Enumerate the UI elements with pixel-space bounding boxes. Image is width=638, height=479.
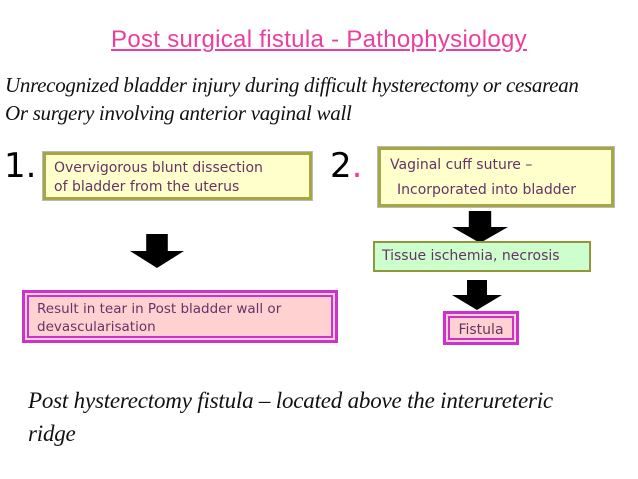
result-box-line-1: Result in tear in Post bladder wall or [37, 301, 282, 317]
footer-line-1: Post hysterectomy fistula – located abov… [28, 388, 553, 413]
down-arrow-icon [452, 211, 508, 243]
fistula-box-inner: Fistula [448, 316, 514, 340]
cause-box-1-line-2: of bladder from the uterus [54, 179, 240, 195]
intro-text: Unrecognized bladder injury during diffi… [5, 71, 635, 127]
intro-line-2: Or surgery involving anterior vaginal wa… [5, 101, 352, 125]
cause-box-2-line-1: Vaginal cuff suture – [390, 157, 533, 173]
step1-digit: 1 [4, 146, 26, 186]
result-box-inner: Result in tear in Post bladder wall or d… [27, 295, 333, 338]
result-box: Result in tear in Post bladder wall or d… [22, 290, 338, 343]
step1-dot: . [25, 146, 37, 186]
step2-digit: 2 [330, 146, 352, 186]
footer-text: Post hysterectomy fistula – located abov… [28, 384, 553, 450]
down-arrow-icon [130, 234, 184, 268]
intro-line-1: Unrecognized bladder injury during diffi… [5, 73, 579, 97]
page-title: Post surgical fistula - Pathophysiology [111, 26, 527, 53]
result-box-line-2: devascularisation [37, 319, 156, 335]
down-arrow-icon [452, 280, 502, 310]
tissue-necrosis-box: Tissue ischemia, necrosis [373, 241, 591, 272]
step2-dot: . [351, 146, 363, 186]
cause-box-2: Vaginal cuff suture – Incorporated into … [378, 147, 614, 207]
cause-box-1-line-1: Overvigorous blunt dissection [54, 160, 263, 176]
cause-box-2-line-2: Incorporated into bladder [397, 182, 577, 198]
step1-number: 1. [4, 148, 36, 184]
cause-box-1: Overvigorous blunt dissection of bladder… [43, 152, 312, 200]
step2-number: 2. [330, 148, 362, 184]
footer-line-2: ridge [28, 421, 76, 446]
fistula-box: Fistula [443, 311, 519, 345]
